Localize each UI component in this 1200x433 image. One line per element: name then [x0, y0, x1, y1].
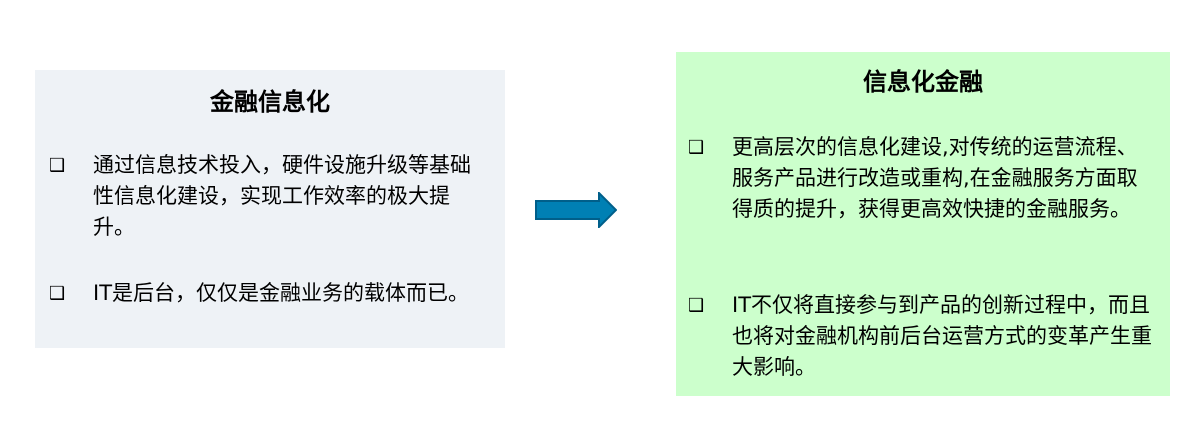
right-arrow-icon [535, 192, 617, 228]
right-panel-information-finance: 信息化金融 ❑ 更高层次的信息化建设,对传统的运营流程、服务产品进行改造或重构,… [676, 52, 1170, 396]
right-bullet-2: ❑ IT不仅将直接参与到产品的创新过程中，而且也将对金融机构前后台运营方式的变革… [688, 290, 1158, 383]
right-panel-title: 信息化金融 [863, 68, 983, 96]
checkbox-bullet-icon: ❑ [688, 137, 705, 158]
left-bullet-1: ❑ 通过信息技术投入，硬件设施升级等基础性信息化建设，实现工作效率的极大提升。 [49, 150, 479, 243]
checkbox-bullet-icon: ❑ [49, 155, 66, 176]
left-panel-financial-informatization: 金融信息化 ❑ 通过信息技术投入，硬件设施升级等基础性信息化建设，实现工作效率的… [35, 70, 505, 348]
checkbox-bullet-icon: ❑ [49, 283, 66, 304]
left-panel-title: 金融信息化 [210, 88, 330, 116]
checkbox-bullet-icon: ❑ [688, 295, 705, 316]
right-bullet-1: ❑ 更高层次的信息化建设,对传统的运营流程、服务产品进行改造或重构,在金融服务方… [688, 132, 1158, 225]
left-bullet-2: ❑ IT是后台，仅仅是金融业务的载体而已。 [49, 278, 479, 309]
